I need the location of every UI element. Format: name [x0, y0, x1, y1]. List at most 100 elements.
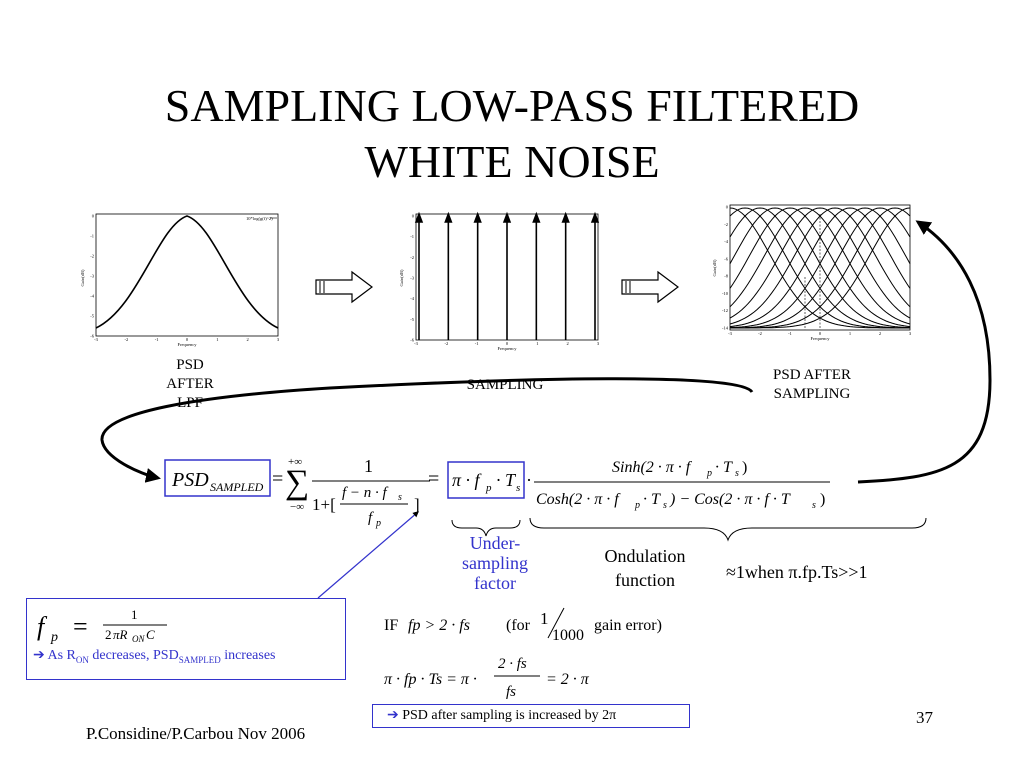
impulse-arrowhead	[414, 211, 424, 223]
lpf-ytick: -6	[90, 334, 94, 339]
after-xtick: -3	[728, 331, 732, 336]
fp-pointer-arrow	[317, 511, 419, 599]
after-ytick: -10	[722, 291, 729, 296]
svg-text:s: s	[663, 500, 667, 511]
impulse-arrowhead	[444, 211, 453, 223]
lpf-xtick: -3	[94, 337, 98, 342]
sampling-ytick: 0	[412, 214, 415, 219]
psd-sampled-equation: PSD SAMPLED = ∑ +∞ −∞ 1 1+[ f − n · f s …	[164, 456, 830, 529]
svg-text:) − Cos(2 · π · f · T: ) − Cos(2 · π · f · T	[669, 491, 791, 508]
frac-numerator: 1	[540, 609, 549, 628]
after-ytick: -12	[722, 308, 728, 313]
gain-error-label: gain error)	[594, 617, 662, 634]
lpf-legend: 10*log(g(f)^2)	[246, 216, 273, 221]
sampling-ytick: -6	[410, 338, 414, 343]
svg-text:p: p	[375, 518, 381, 529]
lpf-ytick: -3	[90, 274, 94, 279]
impulse-arrowhead	[590, 211, 600, 223]
right-arrow-icon	[315, 270, 373, 304]
fp-formula: f p = 1 2 πR ON C	[37, 607, 167, 645]
svg-text:∑: ∑	[285, 464, 309, 501]
undersampling-line: Under-	[469, 533, 521, 553]
lpf-ytick: -4	[90, 294, 94, 299]
svg-text:π · fp · Ts = π ·: π · fp · Ts = π ·	[384, 671, 477, 688]
impulse-arrowhead	[561, 211, 570, 223]
frac-denominator: 1000	[552, 627, 584, 644]
sampling-ytick: -4	[410, 296, 414, 301]
svg-text:s: s	[398, 492, 402, 503]
lpf-ytick: -5	[90, 314, 94, 319]
svg-text:p: p	[634, 500, 640, 511]
after-xtick: 3	[909, 331, 912, 336]
conclusion-box: ➔ PSD after sampling is increased by 2π	[372, 704, 690, 728]
lpf-xtick: 2	[247, 337, 249, 342]
after-caption-line: PSD AFTER	[773, 367, 851, 383]
after-caption-line: SAMPLING	[773, 386, 851, 402]
fp-note-mid: decreases, PSD	[88, 648, 179, 663]
sampling-xtick: -2	[444, 341, 448, 346]
svg-text:+∞: +∞	[288, 456, 302, 468]
svg-text:s: s	[516, 482, 520, 494]
svg-text:]: ]	[414, 495, 420, 514]
sampling-xtick: 0	[506, 341, 509, 346]
svg-text:·: ·	[526, 470, 532, 490]
fp-note-sub-sampled: SAMPLED	[178, 654, 221, 665]
svg-text:fp > 2 · fs: fp > 2 · fs	[408, 617, 470, 634]
ondulation-line: function	[615, 570, 675, 590]
right-arrow-icon	[621, 270, 679, 304]
impulse-arrowhead	[502, 211, 512, 223]
svg-text:f: f	[368, 510, 374, 526]
after-ytick: -14	[722, 326, 729, 331]
after-xtick: 1	[849, 331, 851, 336]
svg-text:2 · fs: 2 · fs	[498, 656, 527, 672]
undersampling-factor-label: Under- sampling factor	[440, 533, 550, 593]
lpf-ytick: -2	[90, 254, 94, 259]
underbrace-small	[451, 519, 521, 537]
ondulation-function-label: Ondulation function	[580, 544, 710, 592]
sampling-ytick: -2	[410, 255, 414, 260]
after-ytick: -4	[724, 239, 728, 244]
svg-text:1+[: 1+[	[312, 495, 336, 514]
lpf-xtick: -1	[155, 337, 159, 342]
after-plot-caption: PSD AFTER SAMPLING	[748, 366, 876, 404]
title-line-2: WHITE NOISE	[364, 136, 660, 187]
lpf-xtick: -2	[124, 337, 128, 342]
footer-author: P.Considine/P.Carbou Nov 2006	[86, 724, 306, 743]
arrow-right-icon: ➔	[33, 648, 48, 663]
after-xlabel: Frequency	[811, 336, 831, 341]
sampling-xlabel: Frequency	[498, 346, 518, 351]
lpf-caption-line: PSD	[176, 357, 204, 373]
fp-note: ➔ As RON decreases, PSDSAMPLED increases	[33, 647, 276, 665]
svg-text:=: =	[428, 468, 439, 490]
undersampling-line: factor	[474, 573, 516, 593]
svg-text:1: 1	[364, 456, 373, 476]
shifted-psd-curve	[730, 207, 911, 329]
lpf-ytick: 0	[92, 214, 95, 219]
sampling-xtick: -1	[475, 341, 479, 346]
arrow-right-icon: ➔	[387, 708, 403, 723]
after-xtick: 0	[819, 331, 822, 336]
lpf-curve	[95, 215, 279, 329]
feedback-arrow-right	[857, 220, 992, 484]
svg-text:Cosh(2 · π · f: Cosh(2 · π · f	[536, 491, 621, 508]
after-xtick: 2	[879, 331, 881, 336]
lpf-xlabel: Frequency	[178, 342, 198, 347]
svg-text:PSD: PSD	[171, 469, 209, 491]
svg-text:=: =	[272, 468, 283, 490]
slide-title: SAMPLING LOW-PASS FILTERED WHITE NOISE	[0, 78, 1024, 190]
svg-text:SAMPLED: SAMPLED	[210, 480, 264, 494]
svg-text:p: p	[50, 630, 58, 645]
after-xtick: -1	[788, 331, 792, 336]
svg-text:· T: · T	[715, 459, 733, 476]
conditions-block: IF fp > 2 · fs (for 1 1000 gain error) π…	[384, 607, 662, 700]
lpf-xtick: 3	[277, 337, 280, 342]
fp-note-prefix: As R	[47, 648, 76, 663]
svg-text:C: C	[146, 627, 155, 642]
if-label: IF	[384, 617, 398, 634]
svg-text:π · f: π · f	[452, 470, 483, 490]
ondulation-line: Ondulation	[604, 546, 686, 566]
lpf-xtick: 0	[186, 337, 189, 342]
